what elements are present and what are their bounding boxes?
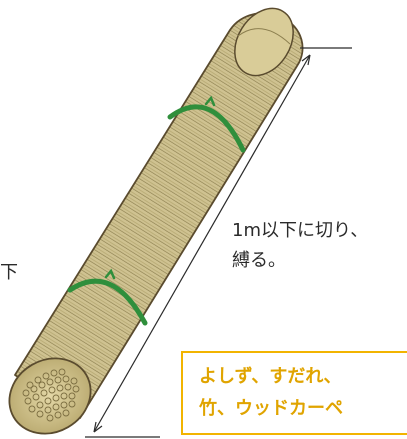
materials-note-box: よしず、すだれ、 竹、ウッドカーペ	[181, 351, 407, 435]
note-line1: よしず、すだれ、	[199, 366, 342, 387]
dimension-label-line2: 縛る。	[232, 250, 286, 271]
dimension-label-line1: 1m以下に切り、	[232, 220, 369, 241]
tie-lower	[67, 268, 148, 326]
note-line2: 竹、ウッドカーペ	[199, 398, 343, 419]
dimension-line	[85, 47, 352, 438]
tie-upper	[167, 95, 246, 153]
bundle-end-cross-section	[8, 357, 92, 435]
bundle-body	[14, 7, 304, 419]
dimension-label: 1m以下に切り、 縛る。	[232, 216, 368, 276]
left-cropped-text: 下	[0, 262, 18, 283]
